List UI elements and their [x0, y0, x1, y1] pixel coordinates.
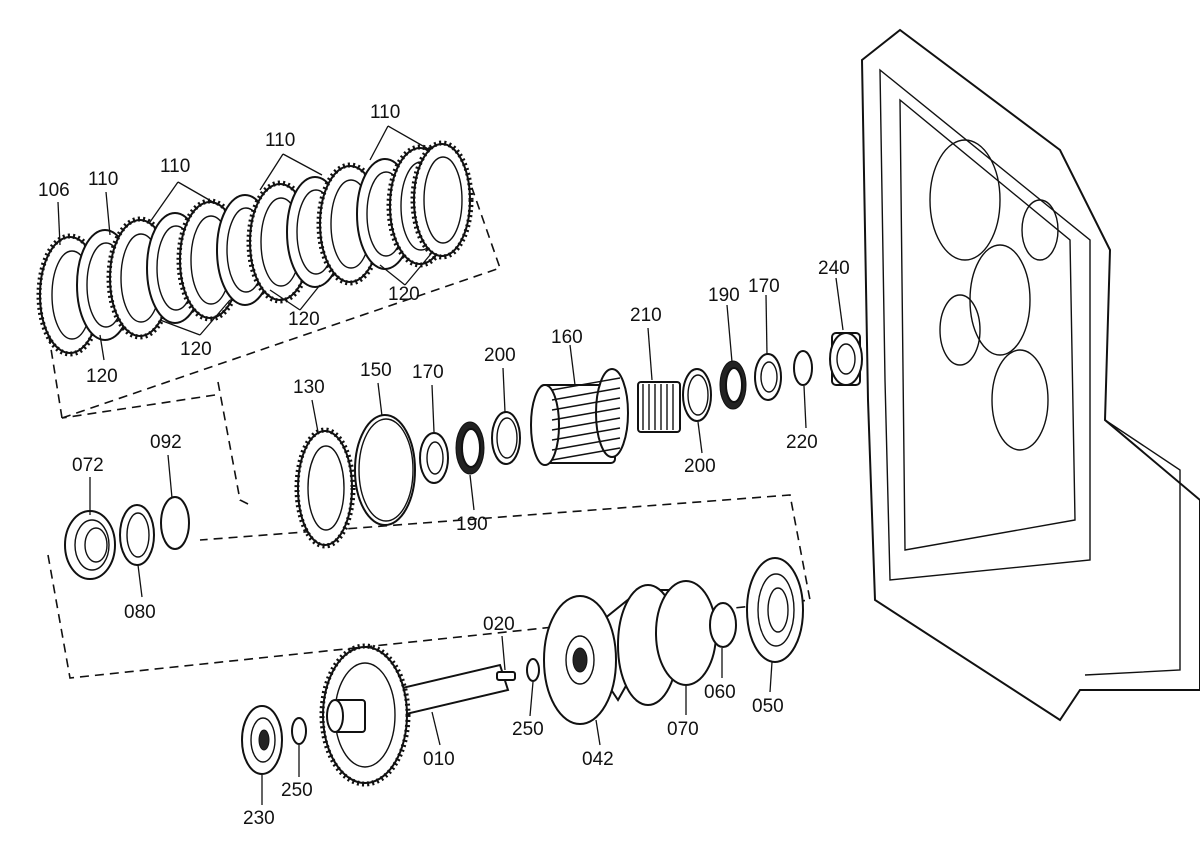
callout-200: 200: [484, 345, 516, 366]
callout-010: 010: [423, 749, 455, 770]
callout-130: 130: [293, 377, 325, 398]
ring-200b-inner: [687, 374, 709, 416]
callout-170: 170: [748, 276, 780, 297]
ring-190b-inner: [725, 367, 743, 403]
washer-170b-inner: [760, 361, 778, 393]
callout-170: 170: [412, 362, 444, 383]
seal-ring-060: [709, 602, 737, 648]
leader-lines: [57, 125, 844, 805]
group-frame-clutch-pack: [47, 187, 502, 419]
callout-110: 110: [370, 102, 400, 123]
ring-150: [354, 414, 416, 526]
callout-110: 110: [88, 169, 118, 190]
callout-110: 110: [160, 156, 190, 177]
ring-220: [793, 350, 813, 386]
callout-labels: 106 110 110 110 110 120 120 120 120 072 …: [38, 102, 850, 829]
piston-050: [746, 557, 804, 663]
callout-060: 060: [704, 682, 736, 703]
callout-070: 070: [667, 719, 699, 740]
gear-160: [530, 368, 629, 466]
callout-160: 160: [551, 327, 583, 348]
callout-250: 250: [281, 780, 313, 801]
washer-170a: [419, 432, 449, 484]
callout-220: 220: [786, 432, 818, 453]
callout-150: 150: [360, 360, 392, 381]
washer-170a-inner: [426, 441, 444, 475]
callout-050: 050: [752, 696, 784, 717]
callout-020: 020: [483, 614, 515, 635]
ring-150-inner: [358, 418, 414, 522]
callout-110: 110: [265, 130, 295, 151]
callout-092: 092: [150, 432, 182, 453]
callout-120: 120: [388, 284, 420, 305]
bearing-240: [829, 332, 863, 386]
seal-ring-080-inner: [126, 512, 150, 558]
piston-072: [64, 510, 116, 580]
callout-190: 190: [708, 285, 740, 306]
group-frame-shaft: [47, 494, 811, 679]
callout-230: 230: [243, 808, 275, 829]
shaft-gear-010: [319, 643, 510, 787]
snap-ring-250a: [526, 658, 540, 682]
disc-130: [294, 427, 356, 549]
callout-250: 250: [512, 719, 544, 740]
group-frame-piston: [61, 381, 251, 506]
ring-200a-inner: [496, 417, 518, 459]
callout-240: 240: [818, 258, 850, 279]
callout-200: 200: [684, 456, 716, 477]
clutch-housing-042: [543, 584, 682, 725]
transmission-housing: [860, 28, 1200, 722]
pin-020: [496, 671, 516, 681]
snap-ring-250b: [291, 717, 307, 745]
bearing-230: [241, 705, 283, 775]
ring-200b: [682, 368, 712, 422]
ring-190a-inner: [461, 428, 481, 468]
callout-190: 190: [456, 514, 488, 535]
callout-042: 042: [582, 749, 614, 770]
callout-120: 120: [86, 366, 118, 387]
needle-bearing-210: [637, 381, 681, 433]
seal-ring-070: [655, 580, 717, 686]
ring-200a: [491, 411, 521, 465]
callout-072: 072: [72, 455, 104, 476]
callout-080: 080: [124, 602, 156, 623]
callout-120: 120: [180, 339, 212, 360]
snap-ring-092: [160, 496, 190, 550]
callout-106: 106: [38, 180, 70, 201]
callout-120: 120: [288, 309, 320, 330]
callout-210: 210: [630, 305, 662, 326]
